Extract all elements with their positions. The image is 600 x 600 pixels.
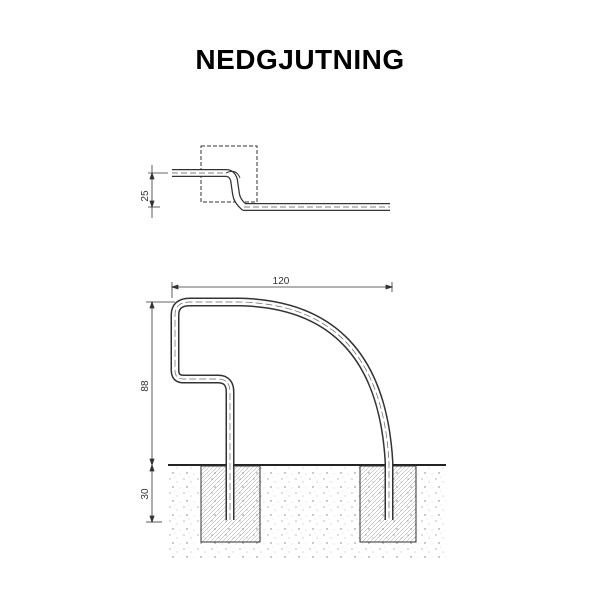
top-view-tube	[172, 169, 390, 211]
dim-120	[170, 282, 394, 298]
tube-centerline-top	[172, 172, 390, 208]
dim-30	[146, 463, 162, 524]
top-view: 25	[140, 145, 390, 218]
dim-label-width: 120	[273, 276, 290, 287]
bent-tube	[170, 297, 394, 520]
dim-88	[146, 300, 175, 467]
page-title: NEDGJUTNING	[195, 44, 405, 75]
front-view: 120 88 30	[140, 276, 446, 558]
dim-label-depth: 30	[140, 488, 151, 500]
dim-25	[148, 165, 168, 218]
dim-label-top-height: 25	[140, 190, 151, 202]
dim-label-height: 88	[140, 380, 151, 392]
